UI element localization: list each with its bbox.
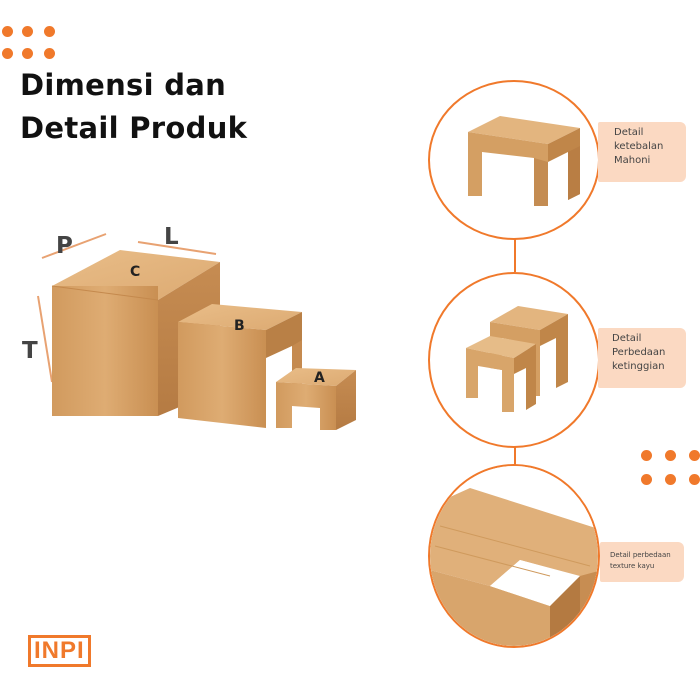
detail-tag-line: ketebalan xyxy=(614,141,664,152)
dot xyxy=(641,450,652,461)
nested-tables-illustration xyxy=(37,233,356,430)
dot xyxy=(22,26,33,37)
detail-tag-line: Detail xyxy=(614,127,644,138)
connector-line xyxy=(514,236,516,272)
dot xyxy=(2,26,13,37)
dimension-label-l: L xyxy=(164,224,179,250)
detail-tag-line: Detail xyxy=(612,333,642,344)
detail-tag-line: Detail perbedaan xyxy=(610,551,671,559)
detail-tag-line: Mahoni xyxy=(614,155,651,166)
detail-tag-line: ketinggian xyxy=(612,361,665,372)
dimension-label-t: T xyxy=(22,338,38,364)
dot xyxy=(665,450,676,461)
dot xyxy=(44,48,55,59)
page-title: Dimensi dan Detail Produk xyxy=(20,64,247,150)
detail-tag-line: Perbedaan xyxy=(612,347,666,358)
detail-image-texture xyxy=(430,466,598,646)
table-label-a: A xyxy=(314,370,325,386)
dimension-line-t xyxy=(37,295,53,383)
detail-circle-texture xyxy=(428,464,600,648)
table-label-b: B xyxy=(234,318,245,334)
dimension-line-l xyxy=(137,241,217,255)
detail-image-thickness xyxy=(468,116,580,206)
brand-logo: INPI xyxy=(28,635,91,667)
dimension-line-p xyxy=(41,233,107,259)
table-a xyxy=(276,368,356,430)
table-label-c: C xyxy=(130,264,141,280)
dot xyxy=(665,474,676,485)
dimension-label-p: P xyxy=(56,233,73,259)
dot xyxy=(689,450,700,461)
dot xyxy=(22,48,33,59)
detail-tag-texture: Detail perbedaan texture kayu xyxy=(600,542,684,582)
detail-tag-thickness: Detail ketebalan Mahoni xyxy=(598,122,686,182)
detail-circle-height xyxy=(428,272,600,448)
detail-circle-thickness xyxy=(428,80,600,240)
title-line-2: Detail Produk xyxy=(20,111,248,145)
detail-image-height xyxy=(466,306,568,412)
title-line-1: Dimensi dan xyxy=(20,68,227,102)
dot xyxy=(44,26,55,37)
dot xyxy=(2,48,13,59)
detail-tag-line: texture kayu xyxy=(610,562,655,570)
dot xyxy=(689,474,700,485)
detail-tag-height: Detail Perbedaan ketinggian xyxy=(598,328,686,388)
dot xyxy=(641,474,652,485)
